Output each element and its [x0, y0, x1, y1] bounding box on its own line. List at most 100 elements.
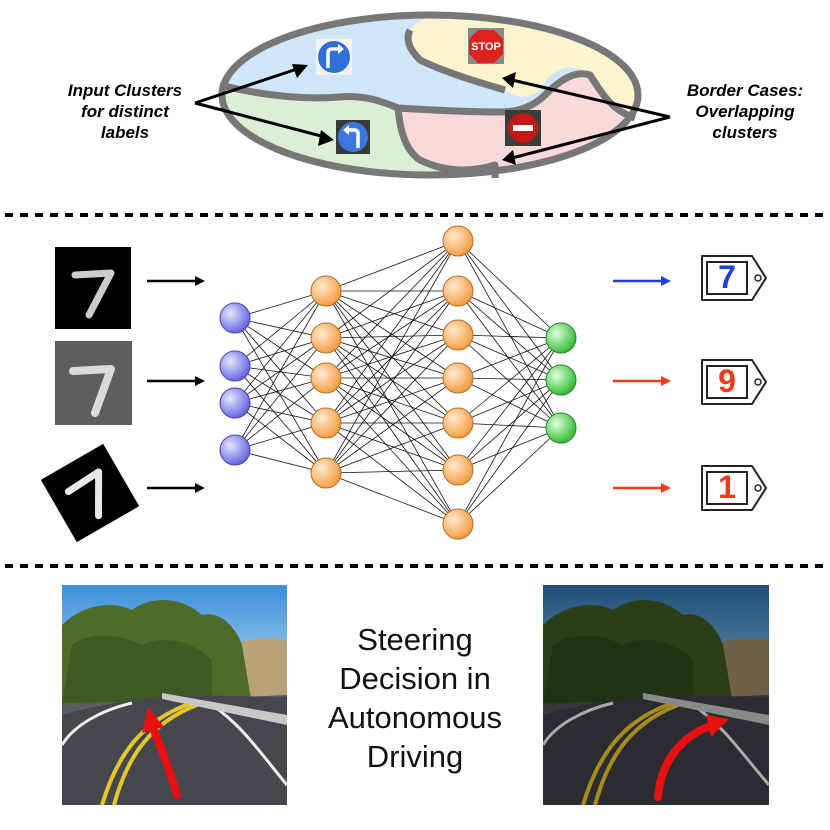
network-edge: [234, 337, 327, 367]
road-photo-original: [62, 585, 287, 805]
output-arrow-head: [661, 276, 671, 286]
network-edge: [325, 334, 459, 339]
label-tag-2: 9: [698, 356, 770, 408]
network-edge: [325, 377, 459, 525]
neuron-hidden2: [442, 225, 474, 257]
steering-caption: Steering Decision in Autonomous Driving: [305, 620, 525, 776]
cluster-boundary-yellow: [404, 28, 506, 94]
neuron-output: [545, 412, 577, 444]
caption-line: Decision in: [339, 661, 491, 696]
neuron-hidden2: [442, 275, 474, 307]
steering-arrow: [654, 721, 717, 801]
neural-network: [147, 225, 671, 540]
arrowhead-blue: [292, 64, 308, 78]
network-edge: [457, 240, 562, 339]
neuron-hidden2: [442, 319, 474, 351]
network-edge: [234, 317, 327, 379]
neuron-output: [545, 322, 577, 354]
neuron-hidden2: [442, 362, 474, 394]
input-arrow-head: [195, 276, 205, 286]
separator-bottom: [5, 564, 825, 568]
network-edge: [457, 290, 562, 339]
arrow-to-blue-cluster: [194, 66, 301, 105]
neuron-output: [545, 364, 577, 396]
network-edge: [457, 379, 562, 471]
network-edge: [325, 337, 459, 379]
neuron-hidden1: [310, 362, 342, 394]
network-edge: [457, 379, 562, 424]
network-edge: [457, 379, 562, 525]
caption-line: Driving: [366, 739, 464, 774]
network-edge: [325, 469, 459, 474]
network-edge: [457, 290, 562, 429]
label-tag-1: 7: [698, 252, 770, 304]
network-edge: [457, 334, 562, 381]
arrowhead-green: [318, 130, 334, 146]
network-edge: [457, 334, 562, 339]
label-tag-3: 1: [698, 462, 770, 514]
no-entry-sign-icon: [505, 110, 541, 146]
network-edge: [457, 377, 562, 429]
network-edge: [325, 290, 459, 336]
network-edge: [325, 472, 459, 525]
neuron-hidden1: [310, 457, 342, 489]
turn-right-sign-icon: [316, 39, 352, 75]
neuron-input: [219, 350, 251, 382]
neuron-input: [219, 387, 251, 419]
steering-arrowhead: [706, 715, 729, 737]
output-arrow-head: [661, 376, 671, 386]
network-edge: [325, 422, 459, 474]
network-edge: [325, 290, 459, 474]
network-edge: [234, 449, 327, 474]
network-edge: [325, 422, 459, 471]
network-edge: [457, 240, 562, 429]
turn-left-sign-icon: [336, 120, 370, 154]
network-edge: [457, 337, 562, 525]
arrow-to-pink-border: [511, 115, 671, 160]
label-tag-text: 7: [718, 259, 736, 295]
left-note-line: for distinct: [81, 102, 169, 121]
arrow-to-green-cluster: [194, 101, 326, 139]
arrowhead-yellow: [502, 72, 516, 88]
right-note-line: Border Cases:: [686, 81, 804, 100]
left-note: Input Clusters for distinct labels: [50, 80, 200, 143]
network-edge: [325, 290, 459, 379]
network-edge: [325, 334, 459, 474]
neuron-hidden1: [310, 275, 342, 307]
neuron-input: [219, 302, 251, 334]
caption-line: Autonomous: [327, 700, 503, 735]
network-edge: [234, 290, 327, 319]
neuron-input: [219, 434, 251, 466]
network-edge: [325, 337, 459, 424]
neuron-hidden1: [310, 322, 342, 354]
input-arrow-head: [195, 376, 205, 386]
right-note: Border Cases: Overlapping clusters: [670, 80, 820, 143]
network-edge: [457, 377, 562, 381]
arrow-to-yellow-border: [511, 78, 671, 119]
network-edge: [457, 334, 562, 429]
network-edge: [234, 377, 327, 404]
network-edge: [234, 422, 327, 451]
network-edge: [325, 240, 459, 424]
road-photo-darkened: [543, 585, 769, 805]
network-edge: [325, 377, 459, 474]
cluster-boundary-horizontal: [219, 70, 637, 122]
network-edge: [325, 422, 459, 525]
separator-top: [5, 213, 825, 217]
label-tag-text: 1: [718, 469, 736, 505]
cluster-diagram: STOP: [194, 11, 671, 179]
network-edge: [325, 337, 459, 525]
network-edge: [325, 334, 459, 424]
network-edge: [325, 377, 459, 424]
network-edge: [234, 290, 327, 367]
left-note-line: Input Clusters: [67, 81, 183, 100]
network-edge: [325, 290, 459, 525]
input-arrow-head: [195, 483, 205, 493]
right-note-line: Overlapping: [695, 102, 795, 121]
network-edge: [457, 337, 562, 471]
network-edge: [325, 240, 459, 474]
stop-sign-text: STOP: [471, 41, 501, 53]
cluster-boundary-green: [394, 107, 499, 178]
neuron-hidden1: [310, 407, 342, 439]
right-note-line: clusters: [712, 123, 778, 142]
